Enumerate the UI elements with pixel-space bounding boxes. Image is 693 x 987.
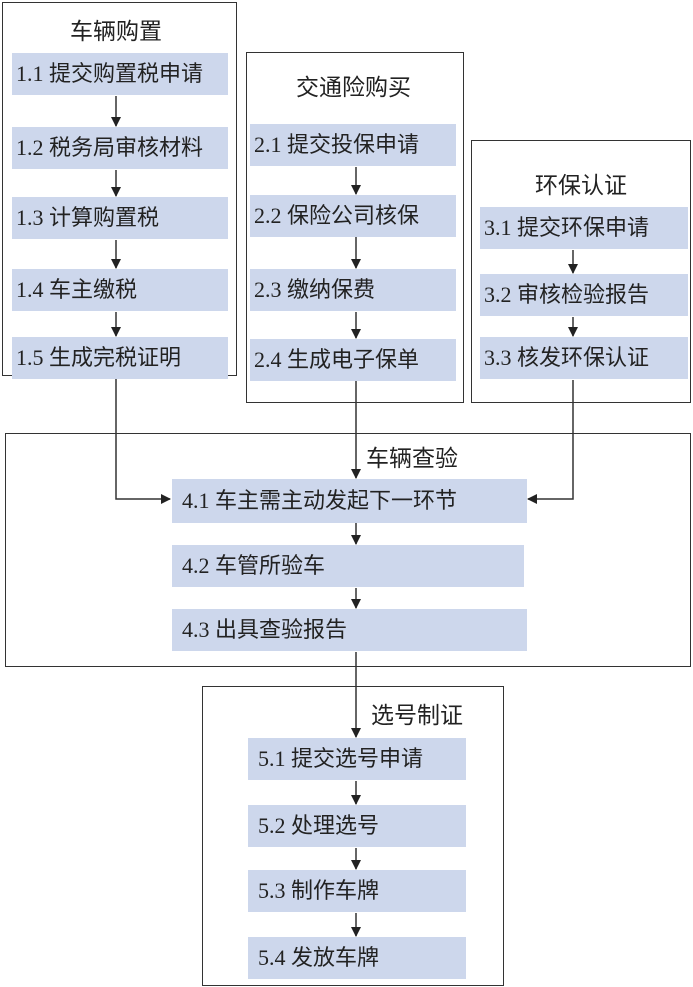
step-2-4: 2.4 生成电子保单 — [250, 339, 456, 381]
group-traffic-insurance — [246, 52, 464, 403]
group-title: 车辆查验 — [366, 446, 458, 471]
group-title: 环保认证 — [535, 173, 627, 198]
step-3-1: 3.1 提交环保申请 — [480, 207, 688, 249]
step-4-2: 4.2 车管所验车 — [172, 545, 524, 587]
step-3-3: 3.3 核发环保认证 — [480, 337, 688, 379]
step-5-4: 5.4 发放车牌 — [248, 937, 466, 979]
group-title: 车辆购置 — [70, 19, 162, 44]
step-5-3: 5.3 制作车牌 — [248, 870, 466, 912]
group-environmental-certification — [471, 140, 691, 403]
step-1-5: 1.5 生成完税证明 — [12, 337, 228, 379]
group-title: 交通险购买 — [296, 75, 411, 100]
step-4-3: 4.3 出具查验报告 — [172, 609, 527, 651]
step-1-3: 1.3 计算购置税 — [12, 197, 228, 239]
step-1-2: 1.2 税务局审核材料 — [12, 127, 228, 169]
step-5-2: 5.2 处理选号 — [248, 805, 466, 847]
arrow-1-5-to-4-1 — [115, 379, 171, 504]
group-vehicle-inspection — [5, 433, 691, 667]
step-5-1: 5.1 提交选号申请 — [248, 738, 466, 780]
step-3-2: 3.2 审核检验报告 — [480, 274, 688, 316]
step-1-1: 1.1 提交购置税申请 — [12, 53, 228, 95]
group-plate-selection — [202, 686, 504, 986]
step-1-4: 1.4 车主缴税 — [12, 269, 228, 311]
arrow-3-3-to-4-1 — [527, 380, 574, 504]
step-2-1: 2.1 提交投保申请 — [250, 124, 456, 166]
step-4-1: 4.1 车主需主动发起下一环节 — [172, 479, 527, 523]
step-2-2: 2.2 保险公司核保 — [250, 195, 456, 237]
group-title: 选号制证 — [371, 703, 463, 728]
step-2-3: 2.3 缴纳保费 — [250, 269, 456, 311]
